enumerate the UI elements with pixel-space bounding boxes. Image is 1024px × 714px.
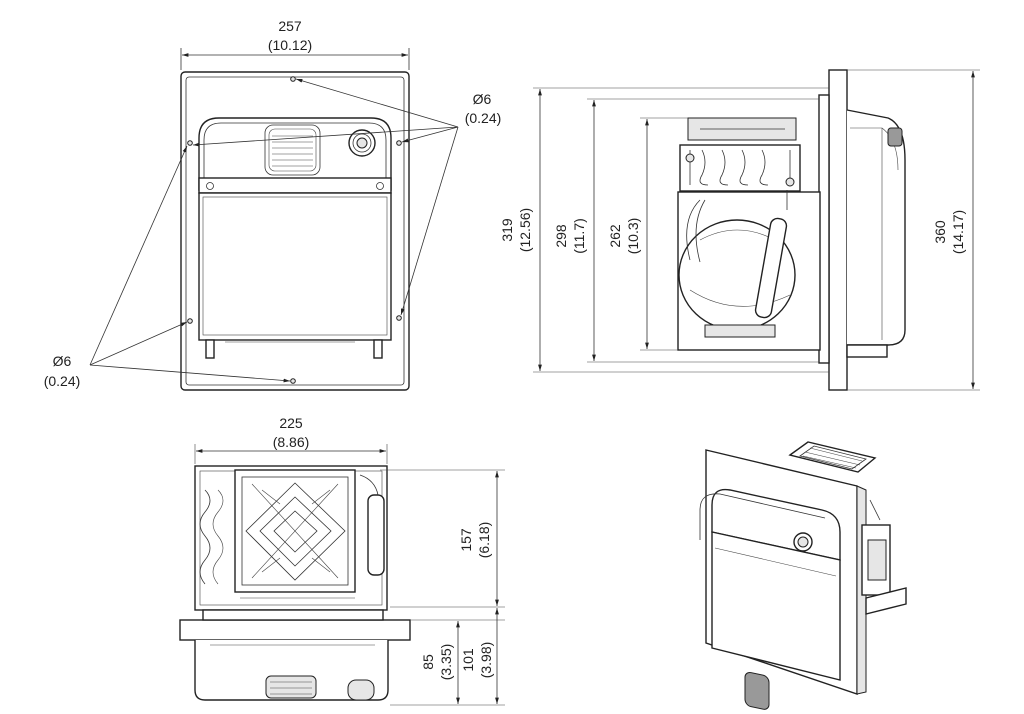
top-d1-mm: 85 [420,654,436,670]
thermostat-knob [348,129,376,157]
mounting-hole-top [290,76,296,82]
top-flange [179,619,411,641]
top-width-mm: 225 [279,415,303,431]
mounting-hole-left-upper [187,140,193,146]
top-width-in: (8.86) [273,434,310,450]
filter-drier [754,217,788,319]
top-coils [199,489,211,585]
side-height-298-mm: 298 [553,224,569,248]
front-width-mm: 257 [278,18,302,34]
top-d2-in: (3.98) [478,642,494,679]
hole-top-diameter: Ø6 [473,91,492,107]
hole-bottom-diameter-in: (0.24) [44,373,81,389]
side-height-262-mm: 262 [607,224,623,248]
fan-guard [245,482,346,581]
side-height-319-in: (12.56) [517,208,533,252]
top-view: 225 (8.86) 157 (6.18) 85 (3.35) 101 (3.9… [179,415,505,706]
hole-bottom-diameter: Ø6 [53,353,72,369]
iso-vent [744,671,770,710]
iso-body [711,531,841,681]
side-height-360-in: (14.17) [950,210,966,254]
front-width-in: (10.12) [268,37,312,53]
side-view: 319 (12.56) 298 (11.7) 262 (10.3) 360 (1… [499,69,980,391]
side-flange [828,69,848,391]
top-d1-in: (3.35) [438,644,454,681]
mounting-hole-right-lower [396,315,402,321]
top-fan-housing [234,469,356,593]
top-filter-drier [367,494,385,576]
front-view: 257 (10.12) Ø6 (0.24) Ø6 (0.24) [44,18,502,391]
vent-grille [264,124,321,176]
side-front-housing [846,109,906,346]
mounting-hole-right-upper [396,140,402,146]
side-height-360-mm: 360 [932,220,948,244]
side-height-319-mm: 319 [499,218,515,242]
isometric-view [699,441,907,710]
top-depth-in: (6.18) [476,522,492,559]
mounting-hole-bottom [290,378,296,384]
side-height-262-in: (10.3) [625,218,641,255]
top-vent [265,675,317,699]
top-knob [347,679,375,701]
side-knob [887,127,903,147]
condenser [679,144,801,192]
top-d2-mm: 101 [460,648,476,672]
hole-top-diameter-in: (0.24) [465,110,502,126]
side-height-298-in: (11.7) [571,218,587,254]
top-depth-mm: 157 [458,528,474,552]
top-front-housing [194,640,389,701]
mounting-hole-left-lower [187,318,193,324]
cooling-unit-body [198,192,392,341]
